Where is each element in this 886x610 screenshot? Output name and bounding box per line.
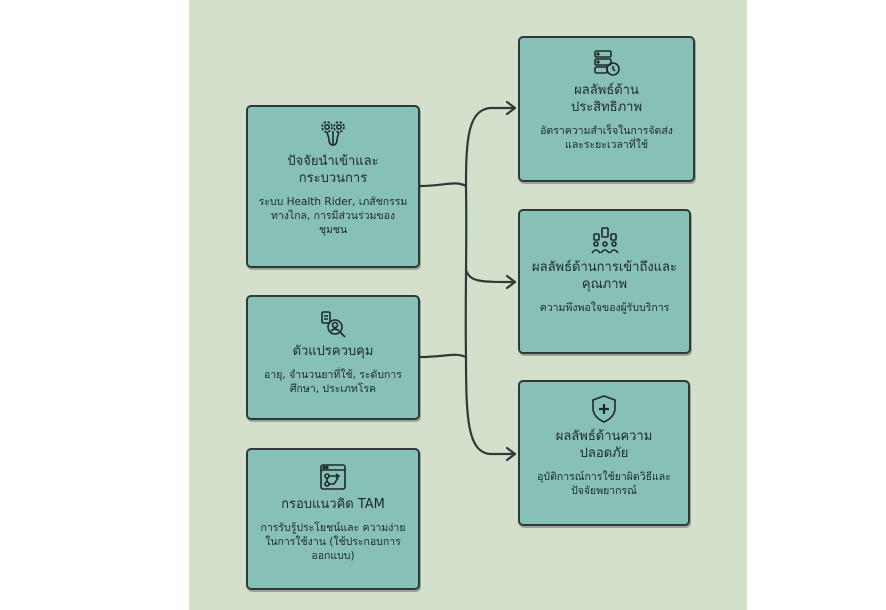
outcome-title: ผลลัพธ์ด้าน ประสิทธิภาพ [570,83,643,115]
input-title: ตัวแปรควบคุม [292,344,374,359]
server-clock-icon [592,48,622,78]
input-title: ปัจจัยนำเข้าและ กระบวนการ [287,154,379,186]
patient-search-icon [318,309,348,339]
browser-workflow-icon [318,462,348,492]
outcome-desc: อัตราความสำเร็จในการจัดส่งและระยะเวลาที่… [540,125,673,151]
input-box-control-variables: ตัวแปรควบคุม อายุ, จำนวนยาที่ใช้, ระดับก… [246,295,420,420]
shield-plus-icon [589,394,619,424]
input-desc: อายุ, จำนวนยาที่ใช้, ระดับการศึกษา, ประเ… [264,369,402,395]
outcome-desc: ความพึงพอใจของผู้รับบริการ [539,302,670,314]
input-desc: การรับรู้ประโยชน์และ ความง่ายในการใช้งาน… [260,522,406,562]
outcome-box-efficiency: ผลลัพธ์ด้าน ประสิทธิภาพ อัตราความสำเร็จใ… [518,36,695,182]
outcome-box-access-quality: ผลลัพธ์ด้านการเข้าถึงและคุณภาพ ความพึงพอ… [518,209,691,354]
input-box-inputs-process: ปัจจัยนำเข้าและ กระบวนการ ระบบ Health Ri… [246,105,420,268]
outcome-title: ผลลัพธ์ด้านความปลอดภัย [555,429,653,461]
flower-icon [318,119,348,149]
outcome-desc: อุบัติการณ์การใช้ยาผิดวิธีและปัจจัยพยากร… [537,471,671,497]
outcome-box-safety: ผลลัพธ์ด้านความปลอดภัย อุบัติการณ์การใช้… [518,380,690,526]
input-desc: ระบบ Health Rider, เภสัชกรรมทางไกล, การม… [258,196,408,236]
input-box-tam-framework: กรอบแนวคิด TAM การรับรู้ประโยชน์และ ความ… [246,448,420,590]
input-title: กรอบแนวคิด TAM [281,497,385,512]
outcome-title: ผลลัพธ์ด้านการเข้าถึงและคุณภาพ [531,260,677,292]
group-people-icon [590,225,620,255]
